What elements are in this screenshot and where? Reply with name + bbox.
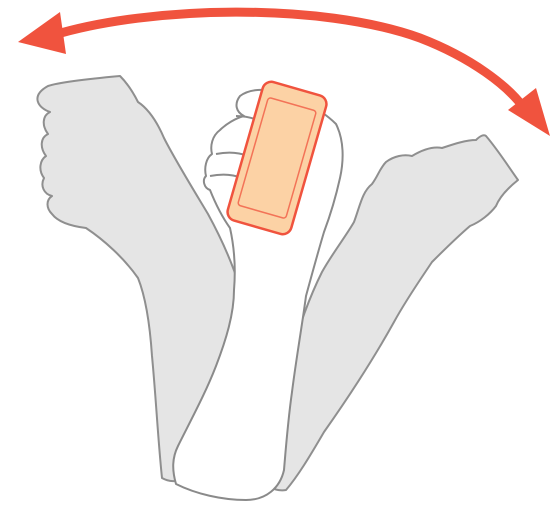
swing-arrow-left-head [18,12,66,54]
